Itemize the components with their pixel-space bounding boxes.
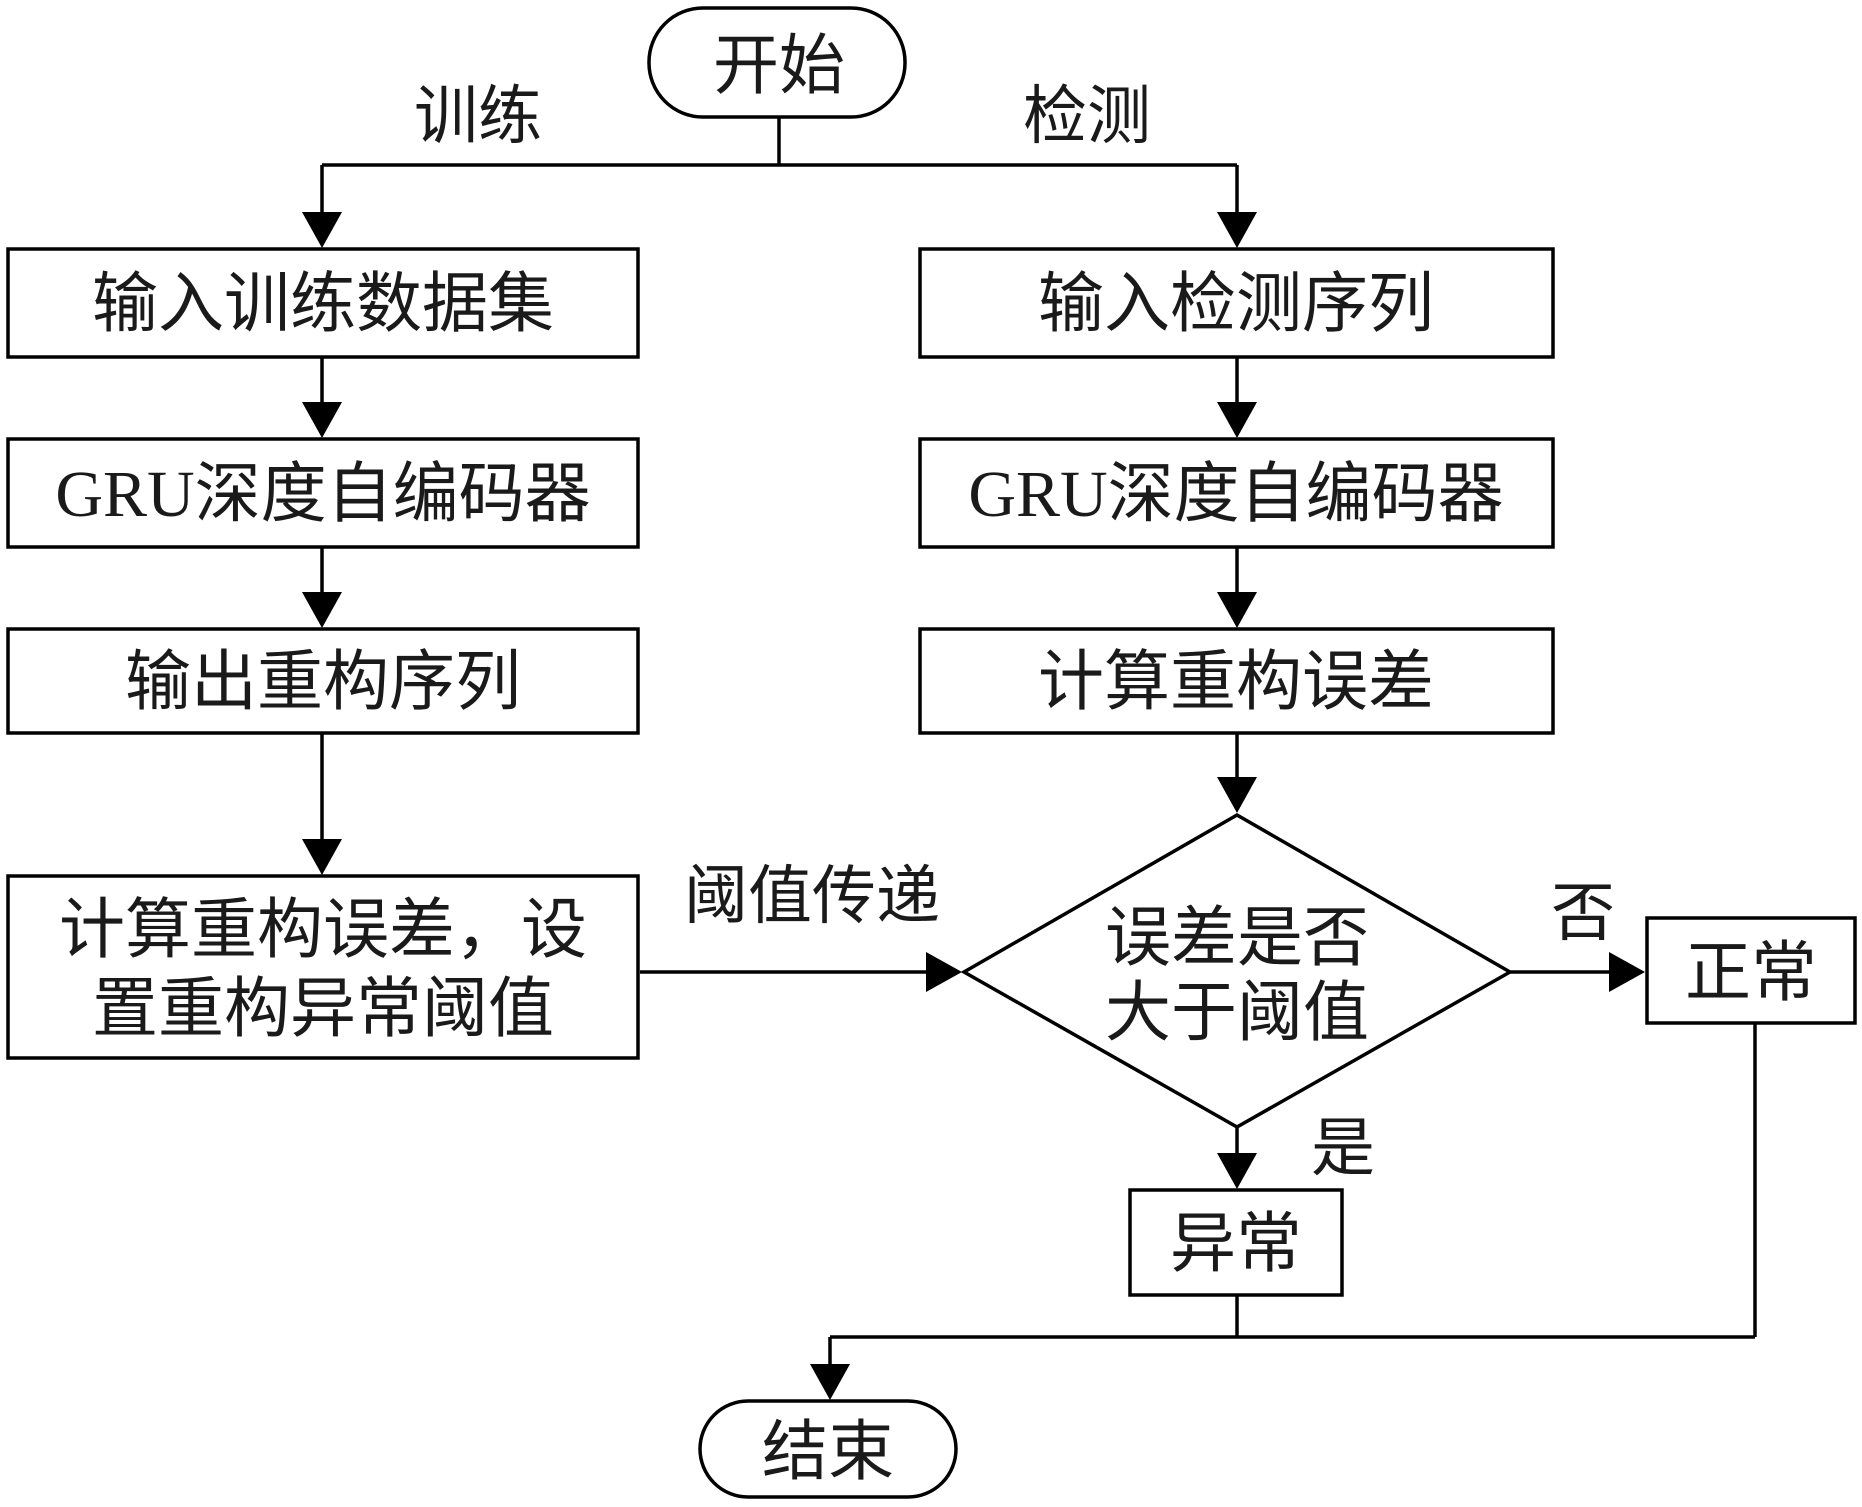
- train-output-box: [6, 627, 640, 735]
- arrow-to-decision: [1217, 777, 1257, 813]
- detect-gru-box: [918, 437, 1555, 549]
- detect-error-label: 计算重构误差: [1038, 643, 1434, 720]
- arrow-to-end: [810, 1364, 850, 1400]
- train-output-label: 输出重构序列: [125, 643, 521, 720]
- decision-label-line2: 大于阈值: [1105, 974, 1369, 1051]
- edge-label-no: 否: [1551, 877, 1615, 951]
- detect-gru-label: GRU深度自编码器: [968, 458, 1503, 531]
- arrow-to-detect-input: [1217, 212, 1257, 248]
- abnormal-box: [1128, 1188, 1344, 1297]
- abnormal-label: 异常: [1170, 1205, 1302, 1282]
- edge-label-yes: 是: [1311, 1112, 1375, 1186]
- arrow-to-normal: [1609, 952, 1645, 992]
- edge-label-detect: 检测: [1023, 80, 1151, 154]
- arrow-to-detect-error: [1217, 592, 1257, 628]
- train-input-box: [6, 247, 640, 359]
- normal-box: [1645, 916, 1857, 1025]
- detect-error-box: [918, 627, 1555, 735]
- arrow-to-train-threshold: [302, 839, 342, 875]
- train-threshold-label-line1: 计算重构误差，设: [59, 891, 587, 968]
- end-label: 结束: [762, 1413, 894, 1490]
- detect-input-label: 输入检测序列: [1038, 265, 1434, 342]
- start-terminator: [647, 6, 907, 119]
- arrow-to-detect-gru: [1217, 402, 1257, 438]
- arrow-to-train-output: [302, 592, 342, 628]
- end-terminator: [698, 1399, 958, 1499]
- start-label: 开始: [713, 27, 845, 104]
- train-gru-box: [6, 437, 640, 549]
- arrow-to-abnormal: [1217, 1153, 1257, 1189]
- edge-label-threshold-pass: 阈值传递: [684, 860, 940, 934]
- arrow-to-train-input: [302, 212, 342, 248]
- decision-diamond: [960, 812, 1514, 1130]
- train-threshold-box: [6, 874, 640, 1060]
- train-threshold-label-line2: 置重构异常阈值: [92, 970, 554, 1047]
- detect-input-box: [918, 247, 1555, 359]
- decision-label-line1: 误差是否: [1105, 899, 1369, 976]
- edge-label-train: 训练: [414, 80, 542, 154]
- arrow-to-train-gru: [302, 402, 342, 438]
- train-gru-label: GRU深度自编码器: [55, 458, 590, 531]
- train-input-label: 输入训练数据集: [92, 265, 554, 342]
- normal-label: 正常: [1685, 934, 1817, 1011]
- arrow-threshold-pass: [926, 952, 962, 992]
